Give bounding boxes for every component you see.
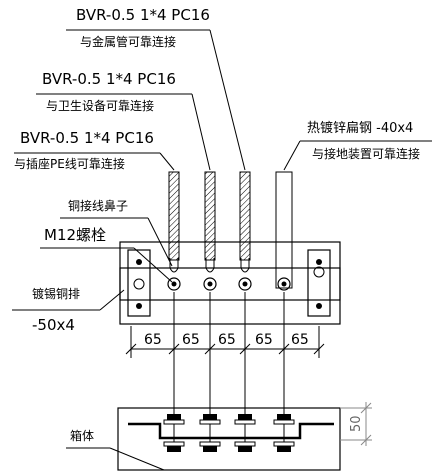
spacing-3: 65 — [218, 332, 236, 348]
wire3-spec-label: BVR-0.5 1*4 PC16 — [20, 129, 154, 147]
lugs — [169, 258, 250, 273]
galvanized-flat-steel — [275, 171, 293, 289]
wire2-spec-label: BVR-0.5 1*4 PC16 — [42, 70, 176, 88]
bolt-2 — [203, 277, 217, 291]
bolt-1 — [167, 277, 181, 291]
section-bolt-2 — [199, 414, 221, 452]
box-body-outline — [117, 407, 341, 471]
lug-2 — [205, 258, 215, 273]
wire3-leader — [159, 152, 175, 171]
lug-3 — [240, 258, 250, 273]
wire-3 — [239, 171, 251, 261]
bolts — [167, 277, 291, 291]
bolt-label-group: M12螺栓 — [40, 226, 173, 283]
steel-label-group: 热镀锌扁钢 -40x4 与接地装置可靠连接 — [283, 120, 432, 171]
busbar-label: 镀锡铜排 — [32, 286, 80, 301]
wire3-desc-label: 与插座PE线可靠连接 — [14, 156, 125, 171]
bolt-4 — [277, 277, 291, 291]
mounting-plate — [119, 241, 341, 325]
section-bolt-4 — [273, 414, 295, 452]
dimension-row: 65 65 65 65 65 — [125, 292, 325, 444]
wires — [168, 171, 293, 289]
spacing-5: 65 — [291, 332, 309, 348]
steel-spec-label: 热镀锌扁钢 -40x4 — [307, 120, 413, 136]
lug-label: 铜接线鼻子 — [68, 198, 128, 213]
wire2-leader — [191, 93, 211, 171]
wire1-leader — [209, 29, 246, 171]
wire2-desc-label: 与卫生设备可靠连接 — [46, 98, 154, 113]
wire-1 — [168, 171, 180, 261]
right-insulator — [307, 249, 331, 317]
wire1-spec-label: BVR-0.5 1*4 PC16 — [76, 6, 210, 24]
spacing-2: 65 — [182, 332, 200, 348]
lug-1 — [169, 258, 179, 273]
height-label: 50 — [349, 415, 364, 432]
bolt-3 — [238, 277, 252, 291]
lug-label-group: 铜接线鼻子 — [60, 198, 173, 267]
busbar-size-label: -50x4 — [32, 316, 75, 334]
wire2-label-group: BVR-0.5 1*4 PC16 与卫生设备可靠连接 — [36, 70, 211, 171]
spacing-1: 65 — [144, 332, 162, 348]
tinned-copper-busbar — [119, 267, 341, 301]
wire1-desc-label: 与金属管可靠连接 — [80, 34, 176, 49]
section-bolt-1 — [163, 414, 185, 452]
height-dimension: 50 — [340, 402, 372, 446]
bolt-label: M12螺栓 — [44, 226, 106, 244]
steel-desc-label: 与接地装置可靠连接 — [312, 146, 420, 161]
wire-2 — [204, 171, 216, 261]
wire1-label-group: BVR-0.5 1*4 PC16 与金属管可靠连接 — [66, 6, 246, 171]
box-label: 箱体 — [70, 428, 94, 443]
left-insulator — [127, 249, 151, 317]
spacing-4: 65 — [255, 332, 273, 348]
steel-leader — [283, 140, 301, 171]
section-bolt-3 — [234, 414, 256, 452]
section-view: 箱体 — [66, 407, 341, 471]
busbar-label-group: 镀锡铜排 -50x4 — [12, 286, 125, 334]
wire3-label-group: BVR-0.5 1*4 PC16 与插座PE线可靠连接 — [14, 129, 175, 171]
busbar-section — [128, 422, 334, 440]
